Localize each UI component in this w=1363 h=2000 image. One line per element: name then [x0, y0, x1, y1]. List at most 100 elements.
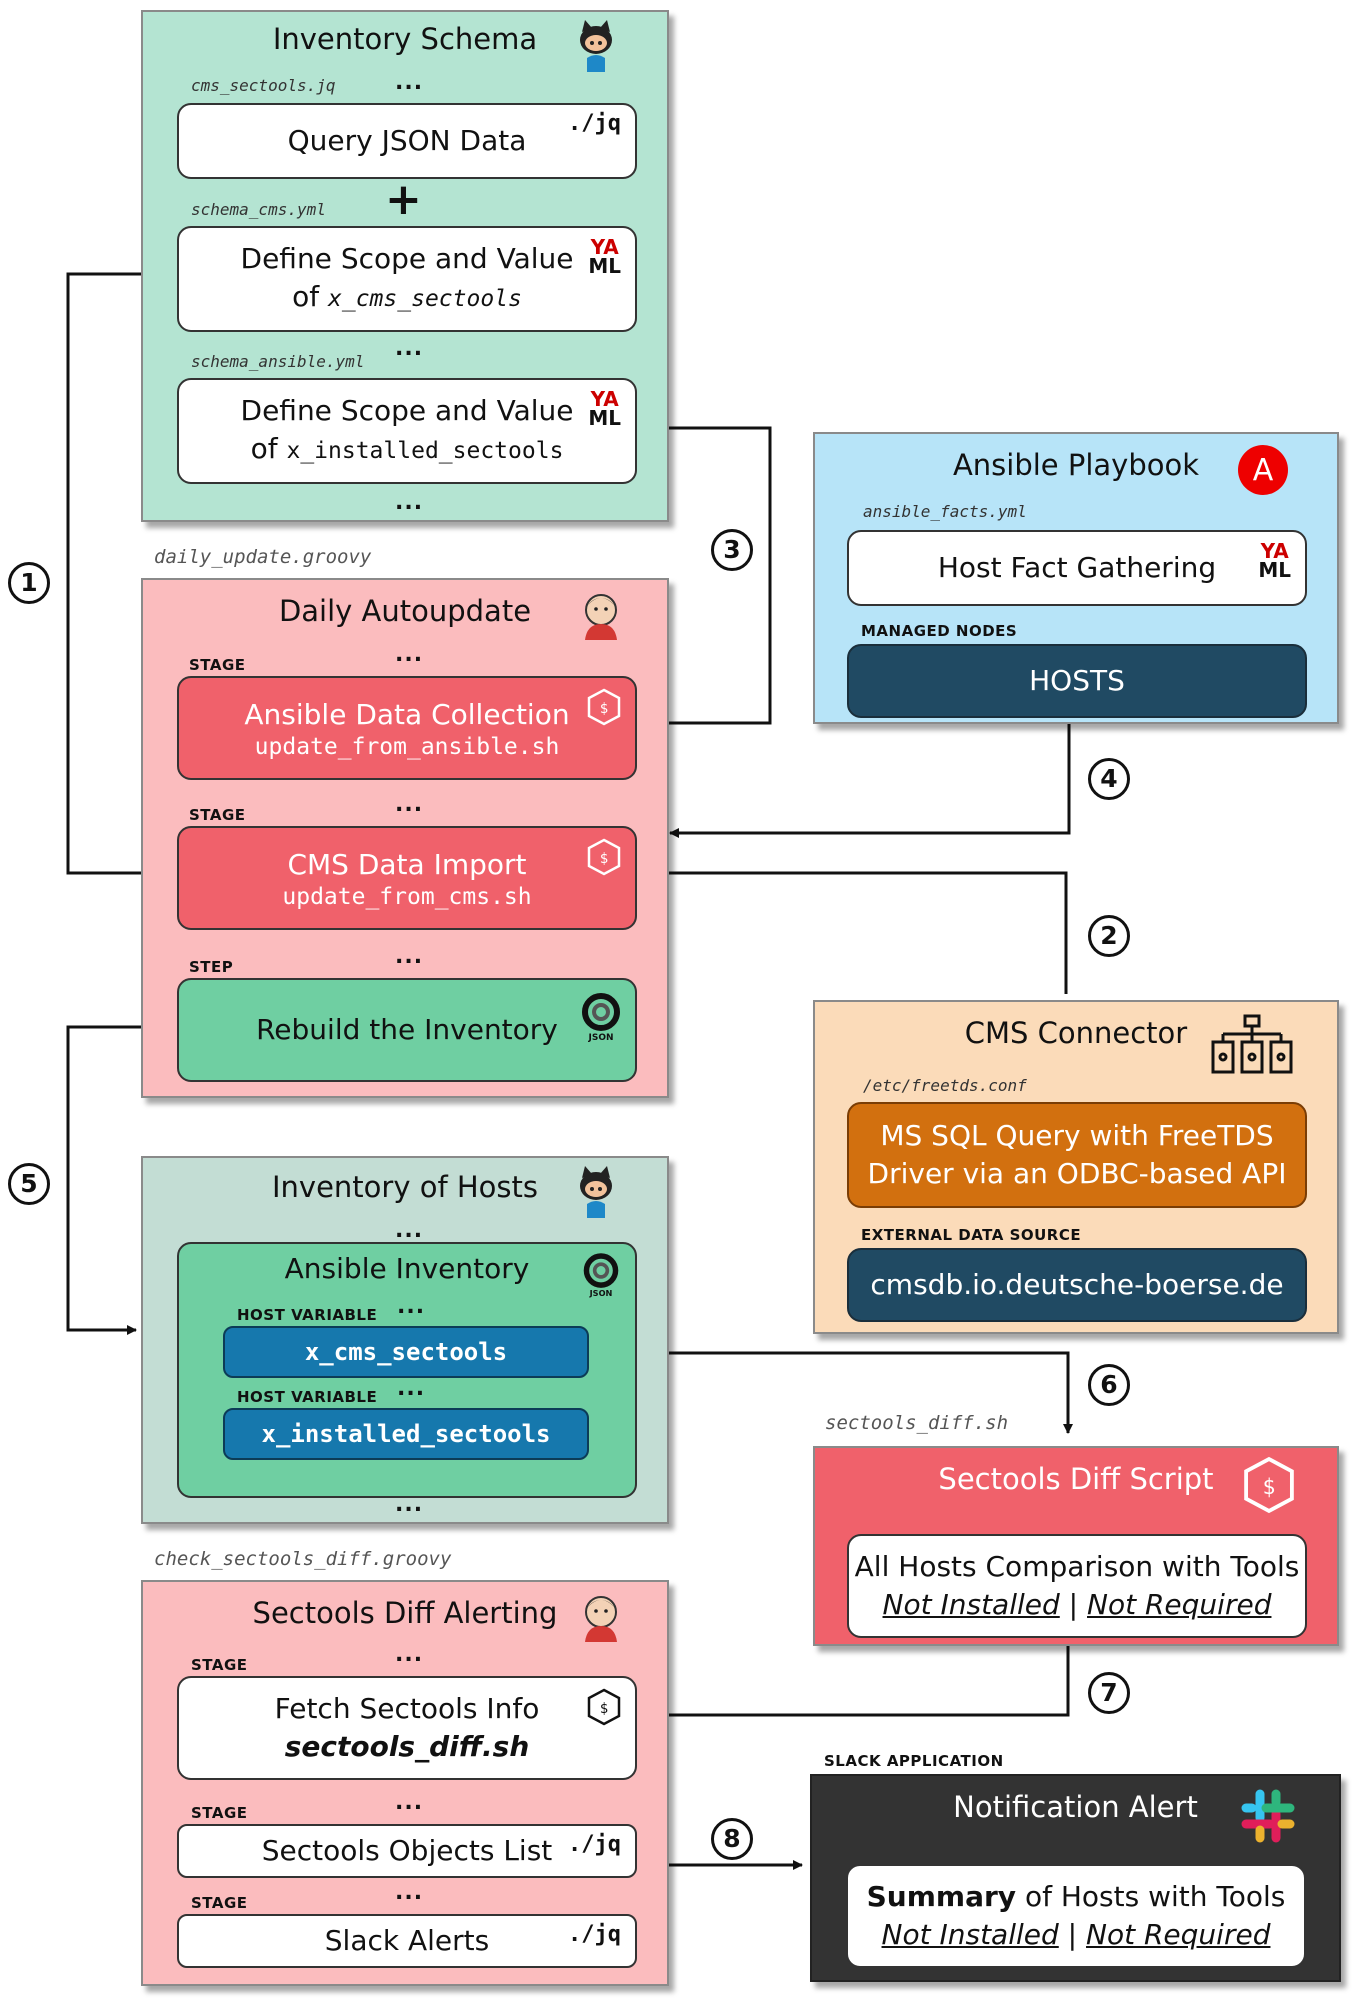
host-variable-label: HOST VARIABLE	[237, 1388, 378, 1406]
host-variable-label: HOST VARIABLE	[237, 1306, 378, 1324]
shell-script-icon: $	[587, 1688, 621, 1726]
ellipsis: ...	[395, 1880, 424, 1905]
ansible-logo-icon: A	[1238, 445, 1288, 495]
stage-label: STAGE	[189, 806, 246, 824]
inventory-schema-panel: Inventory Schema cms_sectools.jq ... Que…	[141, 10, 669, 522]
panel-title: CMS Connector	[964, 1016, 1188, 1050]
jq-icon: ./jq	[568, 111, 621, 136]
github-icon	[580, 1166, 612, 1218]
svg-text:A: A	[1253, 453, 1274, 488]
svg-text:$: $	[1263, 1475, 1276, 1500]
hosts-box: HOSTS	[847, 644, 1307, 718]
step-6-badge: 6	[1088, 1364, 1130, 1406]
step-7-badge: 7	[1088, 1672, 1130, 1714]
ellipsis: ...	[395, 944, 424, 969]
summary-box: Summary of Hosts with Tools Not Installe…	[846, 1864, 1306, 1968]
slack-logo-icon	[1241, 1789, 1295, 1843]
flow-3-line	[632, 426, 772, 728]
ellipsis: ...	[397, 1376, 426, 1401]
file-label: cms_sectools.jq	[191, 76, 336, 95]
shell-script-icon: $	[1244, 1456, 1294, 1514]
ellipsis: ...	[397, 1294, 426, 1319]
separator: |	[1068, 1588, 1079, 1621]
x-cms-sectools-var: x_cms_sectools	[223, 1326, 589, 1378]
box-text: Slack Alerts	[324, 1924, 490, 1957]
file-label: schema_cms.yml	[191, 200, 326, 219]
box-text: Rebuild the Inventory	[256, 1013, 558, 1046]
json-icon: JSON	[582, 993, 620, 1043]
ansible-data-collection-box: Ansible Data Collection update_from_ansi…	[177, 676, 637, 780]
svg-text:JSON: JSON	[589, 1288, 613, 1298]
flow-6-line	[632, 1351, 1073, 1434]
box-text: Driver via an ODBC-based API	[867, 1157, 1287, 1190]
box-text: Ansible Data Collection	[244, 698, 570, 731]
not-required-text: Not Required	[1086, 1918, 1271, 1951]
plus-icon: +	[385, 174, 422, 225]
step-5-badge: 5	[8, 1163, 50, 1205]
step-3-badge: 3	[711, 529, 753, 571]
hosts-comparison-box: All Hosts Comparison with Tools Not Inst…	[847, 1534, 1307, 1638]
stage-label: STAGE	[191, 1894, 248, 1912]
sectools-objects-list-box: Sectools Objects List ./jq	[177, 1824, 637, 1878]
box-subtext: Not Installed | Not Required	[882, 1916, 1271, 1954]
step-1-badge: 1	[8, 562, 50, 604]
box-text: HOSTS	[1029, 664, 1125, 697]
scope-cms-box: Define Scope and Value of x_cms_sectools…	[177, 226, 637, 332]
panel-title: Daily Autoupdate	[278, 594, 532, 628]
jenkins-icon	[585, 1596, 617, 1642]
diff-alerting-panel: Sectools Diff Alerting STAGE ... Fetch S…	[141, 1580, 669, 1986]
ellipsis: ...	[395, 1642, 424, 1667]
external-source-label: EXTERNAL DATA SOURCE	[861, 1226, 1082, 1244]
flow-7-line	[635, 1644, 1070, 1720]
box-text: Summary of Hosts with Tools	[867, 1878, 1286, 1916]
network-icon	[1211, 1014, 1293, 1074]
box-subtext: Not Installed | Not Required	[883, 1586, 1272, 1624]
box-title: Ansible Inventory	[284, 1252, 530, 1285]
cms-data-import-box: CMS Data Import update_from_cms.sh $	[177, 826, 637, 930]
diff-script-panel: Sectools Diff Script $ All Hosts Compari…	[813, 1446, 1339, 1646]
shell-script-icon: $	[587, 688, 621, 726]
box-text: Fetch Sectools Info	[274, 1692, 540, 1725]
panel-title: Inventory Schema	[272, 22, 538, 56]
ellipsis: ...	[395, 1790, 424, 1815]
box-text: CMS Data Import	[287, 848, 527, 881]
variable-name: x_cms_sectools	[304, 1338, 508, 1366]
query-json-box: Query JSON Data ./jq	[177, 103, 637, 179]
stage-label: STAGE	[191, 1656, 248, 1674]
rebuild-inventory-box: Rebuild the Inventory JSON	[177, 978, 637, 1082]
file-label: daily_update.groovy	[154, 546, 372, 568]
svg-text:$: $	[600, 851, 608, 867]
cmsdb-source-box: cmsdb.io.deutsche-boerse.de	[847, 1248, 1307, 1322]
fetch-sectools-box: Fetch Sectools Info sectools_diff.sh $	[177, 1676, 637, 1780]
not-installed-text: Not Installed	[881, 1918, 1059, 1951]
ellipsis: ...	[395, 1218, 424, 1243]
of-text: of	[292, 280, 320, 313]
daily-autoupdate-panel: Daily Autoupdate STAGE ... Ansible Data …	[141, 578, 669, 1098]
svg-text:JSON: JSON	[587, 1033, 613, 1043]
file-label: check_sectools_diff.groovy	[154, 1548, 452, 1570]
separator: |	[1067, 1918, 1078, 1951]
ellipsis: ...	[395, 1492, 424, 1517]
script-name: sectools_diff.sh	[284, 1730, 530, 1763]
slack-alerts-box: Slack Alerts ./jq	[177, 1914, 637, 1968]
summary-bold: Summary	[866, 1880, 1017, 1913]
box-text: Sectools Objects List	[261, 1834, 553, 1867]
variable-name: x_installed_sectools	[261, 1420, 551, 1448]
panel-title: Ansible Playbook	[952, 448, 1200, 482]
variable-name: x_installed_sectools	[286, 438, 564, 464]
summary-rest: of Hosts with Tools	[1016, 1880, 1286, 1913]
file-label: ansible_facts.yml	[863, 502, 1027, 521]
box-text: Define Scope and Value	[240, 242, 574, 275]
step-8-badge: 8	[711, 1818, 753, 1860]
shell-script-icon: $	[587, 838, 621, 876]
panel-title: Inventory of Hosts	[271, 1170, 539, 1204]
file-label: sectools_diff.sh	[825, 1412, 1009, 1434]
script-name: update_from_ansible.sh	[254, 734, 560, 760]
jq-icon: ./jq	[568, 1832, 621, 1857]
box-subtext: of x_installed_sectools	[251, 430, 564, 470]
box-text: Query JSON Data	[287, 124, 527, 157]
